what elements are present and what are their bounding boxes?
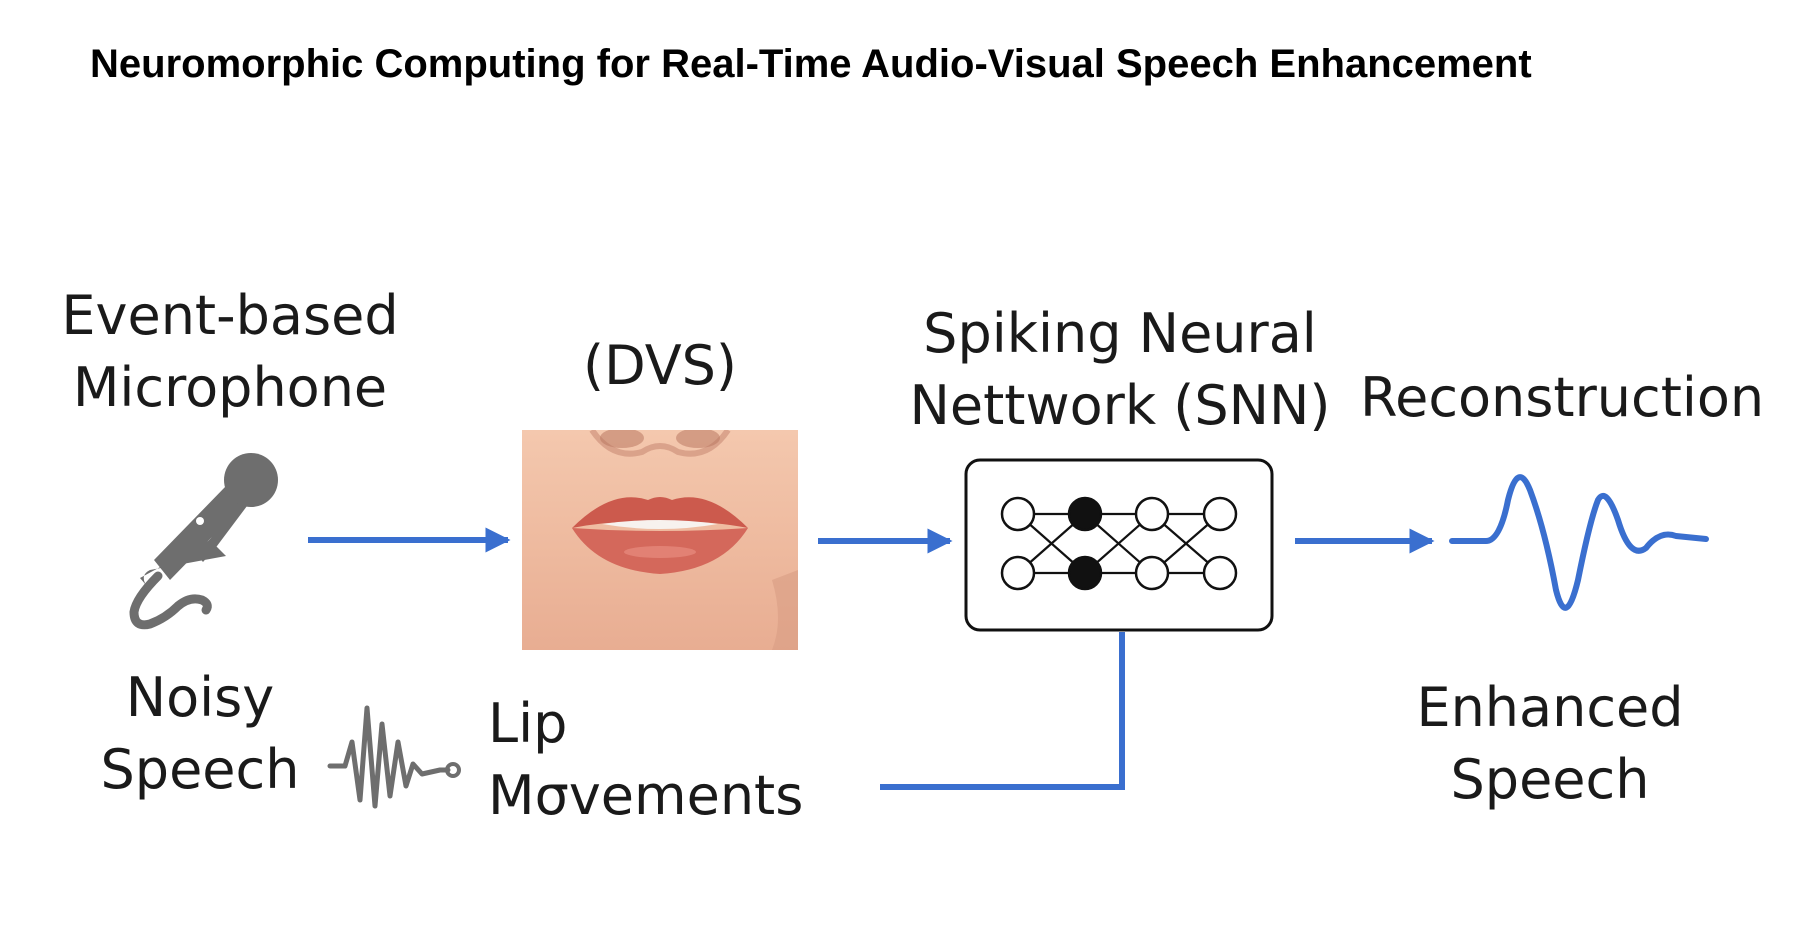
noisy-wave-icon (327, 705, 461, 809)
page-title: Neuromorphic Computing for Real-Time Aud… (90, 42, 1532, 86)
lip-movements-label: Lip Mσvements (488, 688, 803, 832)
lip-photo (522, 430, 798, 650)
dvs-label: (DVS) (583, 334, 737, 397)
event-mic-label-line1: Event-based (61, 284, 399, 347)
enhanced-speech-label-line2: Speech (1450, 748, 1650, 811)
snn-label-line1: Spiking Neural (923, 302, 1317, 365)
reconstruction-label: Reconstruction (1360, 366, 1765, 429)
connector-lip-to-snn (880, 632, 1125, 790)
snn-network-icon (964, 458, 1274, 632)
enhanced-speech-label-line1: Enhanced (1416, 676, 1684, 739)
noisy-speech-label-line1: Noisy (125, 666, 275, 729)
lip-movements-label-line1: Lip (488, 692, 568, 755)
noisy-speech-label-line2: Speech (100, 738, 300, 801)
snn-label-line2: Nettwork (SNN) (909, 374, 1331, 437)
event-mic-label-line2: Microphone (72, 356, 388, 419)
microphone-icon (129, 453, 278, 630)
enhanced-wave-icon (1449, 474, 1709, 611)
noisy-speech-label: Noisy Speech (80, 662, 320, 806)
event-mic-label: Event-based Microphone (30, 280, 430, 424)
snn-label: Spiking Neural Nettwork (SNN) (890, 298, 1350, 442)
lip-movements-label-line2: Mσvements (488, 764, 804, 827)
lip-illustration (572, 430, 798, 650)
enhanced-speech-label: Enhanced Speech (1390, 672, 1710, 816)
